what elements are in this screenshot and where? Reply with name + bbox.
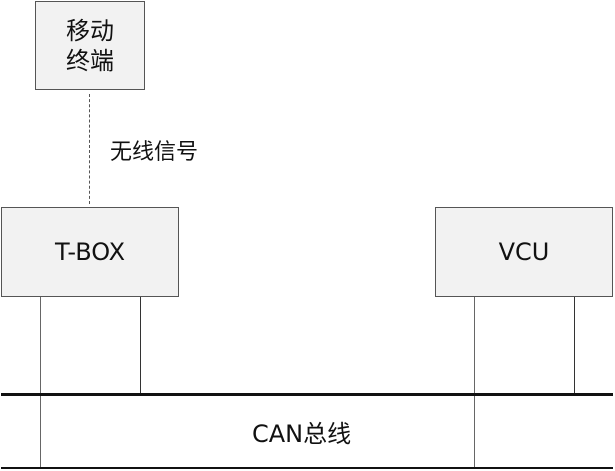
- mobile-terminal-label: 移动 终端: [66, 16, 114, 75]
- mobile-terminal-node: 移动 终端: [35, 1, 145, 90]
- wireless-signal-label: 无线信号: [110, 140, 199, 165]
- vcu-label: VCU: [498, 238, 550, 266]
- tbox-label: T-BOX: [54, 238, 126, 266]
- wireless-link-dashed-line: [89, 94, 90, 204]
- tbox-can-low-line: [40, 297, 41, 469]
- vcu-can-high-line: [574, 297, 575, 394]
- vcu-node: VCU: [435, 207, 613, 297]
- tbox-can-high-line: [140, 297, 141, 394]
- can-high-bus-line: [1, 393, 613, 396]
- tbox-node: T-BOX: [1, 207, 179, 297]
- vcu-can-low-line: [474, 297, 475, 469]
- can-bus-label: CAN总线: [252, 420, 352, 448]
- can-low-bus-line: [1, 467, 613, 469]
